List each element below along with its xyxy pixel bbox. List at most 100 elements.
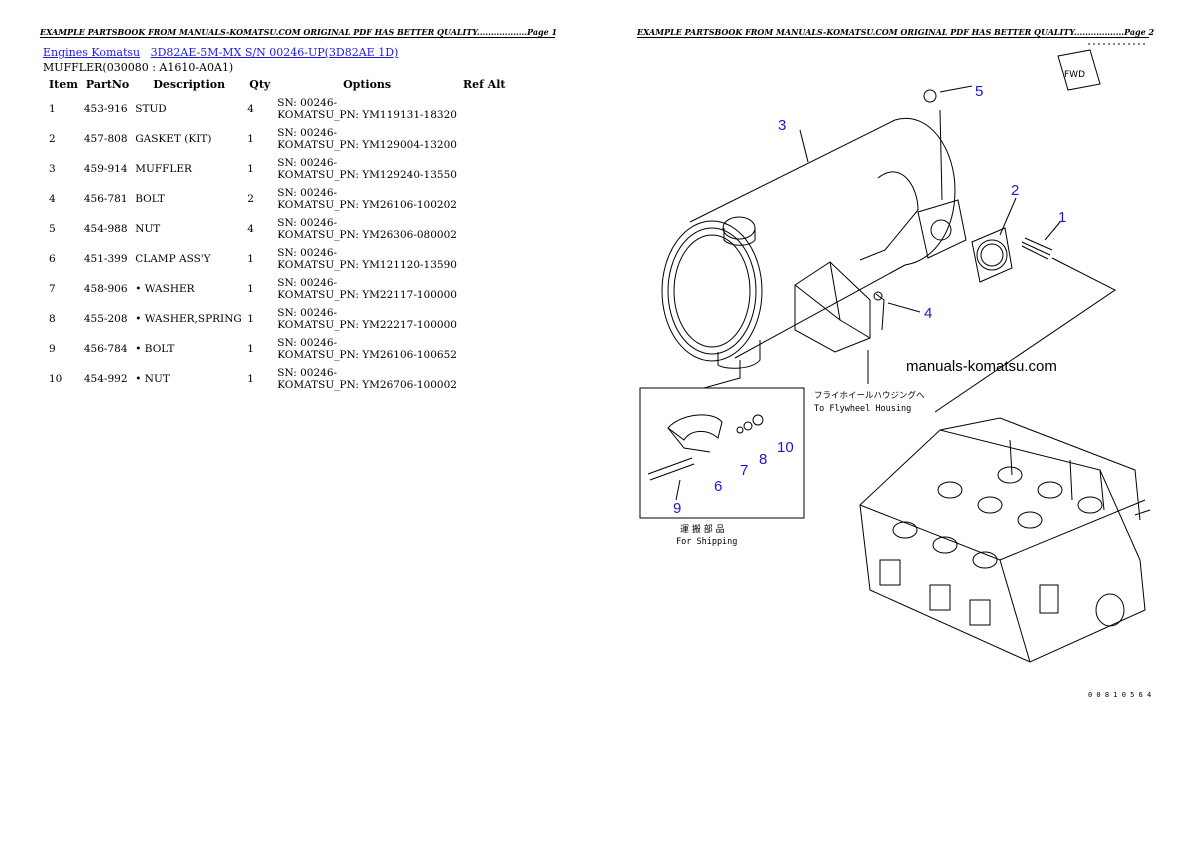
breadcrumb: Engines Komatsu 3D82AE-5M-MX S/N 00246-U…	[43, 46, 398, 59]
description-cell: • WASHER,SPRING	[135, 313, 242, 325]
options-cell: SN: 00246-KOMATSU_PN: YM26106-100652	[275, 334, 459, 364]
options-komatsu-pn: KOMATSU_PN: YM26106-100652	[277, 349, 457, 361]
callout-7: 7	[740, 462, 748, 479]
callout-2: 2	[1011, 182, 1019, 199]
partno-cell: 455-208	[83, 313, 128, 325]
options-komatsu-pn: KOMATSU_PN: YM129240-13550	[277, 169, 457, 181]
item-cell: 1	[49, 103, 56, 115]
item-cell: 8	[49, 313, 56, 325]
callout-1: 1	[1058, 209, 1066, 226]
item-cell: 6	[49, 253, 56, 265]
partno-cell: 457-808	[83, 133, 128, 145]
callout-8: 8	[759, 451, 767, 468]
breadcrumb-link-model[interactable]: 3D82AE-5M-MX S/N 00246-UP(3D82AE 1D)	[150, 46, 399, 59]
drawing-number: 0 0 8 1 0 5 6 4	[1088, 691, 1151, 699]
callout-4: 4	[924, 305, 932, 322]
fwd-arrow-icon: FWD	[1057, 49, 1101, 91]
options-komatsu-pn: KOMATSU_PN: YM22217-100000	[277, 319, 457, 331]
qty-cell: 1	[247, 163, 254, 175]
description-cell: • WASHER	[135, 283, 195, 295]
description-cell: NUT	[135, 223, 161, 235]
bolt-drawing	[875, 293, 885, 331]
options-sn: SN: 00246-	[277, 157, 338, 169]
table-row: 8 455-208 • WASHER,SPRING 1 SN: 00246-KOMATS…	[43, 304, 517, 334]
table-row: 6 451-399 CLAMP ASS'Y 1 SN: 00246-KOMATSU_PN…	[43, 244, 517, 274]
breadcrumb-link-engines[interactable]: Engines Komatsu	[43, 46, 141, 59]
options-cell: SN: 00246-KOMATSU_PN: YM26106-100202	[275, 184, 459, 214]
options-cell: SN: 00246-KOMATSU_PN: YM129004-13200	[275, 124, 459, 154]
options-komatsu-pn: KOMATSU_PN: YM121120-13590	[277, 259, 457, 271]
options-sn: SN: 00246-	[277, 307, 338, 319]
page-2-header: EXAMPLE PARTSBOOK FROM MANUALS-KOMATSU.C…	[637, 27, 1154, 38]
callout-5: 5	[975, 83, 983, 100]
options-sn: SN: 00246-	[277, 367, 338, 379]
cylinder-head-drawing	[859, 417, 1151, 663]
options-cell: SN: 00246-KOMATSU_PN: YM22217-100000	[275, 304, 459, 334]
options-sn: SN: 00246-	[277, 127, 338, 139]
options-komatsu-pn: KOMATSU_PN: YM22117-100000	[277, 289, 457, 301]
section-title: MUFFLER(030080 : A1610-A0A1)	[43, 61, 234, 74]
col-header-partno: PartNo	[85, 78, 130, 91]
partno-cell: 454-988	[83, 223, 128, 235]
col-header-item: Item	[49, 78, 78, 91]
options-cell: SN: 00246-KOMATSU_PN: YM129240-13550	[275, 154, 459, 184]
qty-cell: 1	[247, 373, 254, 385]
table-header-row: Item PartNo Description Qty Options Ref …	[43, 75, 517, 94]
partno-cell: 451-399	[83, 253, 128, 265]
options-cell: SN: 00246-KOMATSU_PN: YM26706-100002	[275, 364, 459, 394]
item-cell: 3	[49, 163, 56, 175]
partno-cell: 459-914	[83, 163, 128, 175]
description-cell: GASKET (KIT)	[135, 133, 212, 145]
description-cell: BOLT	[135, 193, 165, 205]
options-sn: SN: 00246-	[277, 337, 338, 349]
table-row: 4 456-781 BOLT 2 SN: 00246-KOMATSU_PN: YM261…	[43, 184, 517, 214]
description-cell: CLAMP ASS'Y	[135, 253, 211, 265]
partno-cell: 454-992	[83, 373, 128, 385]
options-sn: SN: 00246-	[277, 187, 338, 199]
qty-cell: 2	[247, 193, 254, 205]
item-cell: 7	[49, 283, 56, 295]
options-sn: SN: 00246-	[277, 277, 338, 289]
options-cell: SN: 00246-KOMATSU_PN: YM121120-13590	[275, 244, 459, 274]
partno-cell: 456-781	[83, 193, 128, 205]
item-cell: 2	[49, 133, 56, 145]
col-header-qty: Qty	[249, 78, 271, 91]
shipping-label-en: For Shipping	[676, 537, 737, 547]
partno-cell: 458-906	[83, 283, 128, 295]
svg-text:FWD: FWD	[1064, 70, 1085, 80]
options-komatsu-pn: KOMATSU_PN: YM119131-18320	[277, 109, 457, 121]
partno-cell: 453-916	[83, 103, 128, 115]
callout-9: 9	[673, 500, 681, 517]
stud-drawing	[1021, 237, 1053, 260]
qty-cell: 1	[247, 313, 254, 325]
options-sn: SN: 00246-	[277, 217, 338, 229]
page-1-header: EXAMPLE PARTSBOOK FROM MANUALS-KOMATSU.C…	[40, 27, 557, 38]
callout-6: 6	[714, 478, 722, 495]
flywheel-label-jp: フライホイールハウジングへ	[814, 390, 925, 401]
qty-cell: 4	[247, 103, 254, 115]
gasket-drawing	[971, 227, 1013, 283]
options-cell: SN: 00246-KOMATSU_PN: YM26306-080002	[275, 214, 459, 244]
item-cell: 10	[49, 373, 63, 385]
table-row: 10 454-992 • NUT 1 SN: 00246-KOMATSU_PN: YM2…	[43, 364, 517, 394]
callout-3: 3	[778, 117, 786, 134]
table-row: 2 457-808 GASKET (KIT) 1 SN: 00246-KOMATSU_P…	[43, 124, 517, 154]
qty-cell: 4	[247, 223, 254, 235]
description-cell: • NUT	[135, 373, 170, 385]
qty-cell: 1	[247, 133, 254, 145]
watermark-text: manuals-komatsu.com	[906, 358, 1057, 375]
description-cell: • BOLT	[135, 343, 175, 355]
partno-cell: 456-784	[83, 343, 128, 355]
qty-cell: 1	[247, 253, 254, 265]
item-cell: 4	[49, 193, 56, 205]
callout-10: 10	[777, 439, 794, 456]
qty-cell: 1	[247, 343, 254, 355]
nut-drawing	[923, 89, 937, 103]
flywheel-label-en: To Flywheel Housing	[814, 404, 911, 414]
